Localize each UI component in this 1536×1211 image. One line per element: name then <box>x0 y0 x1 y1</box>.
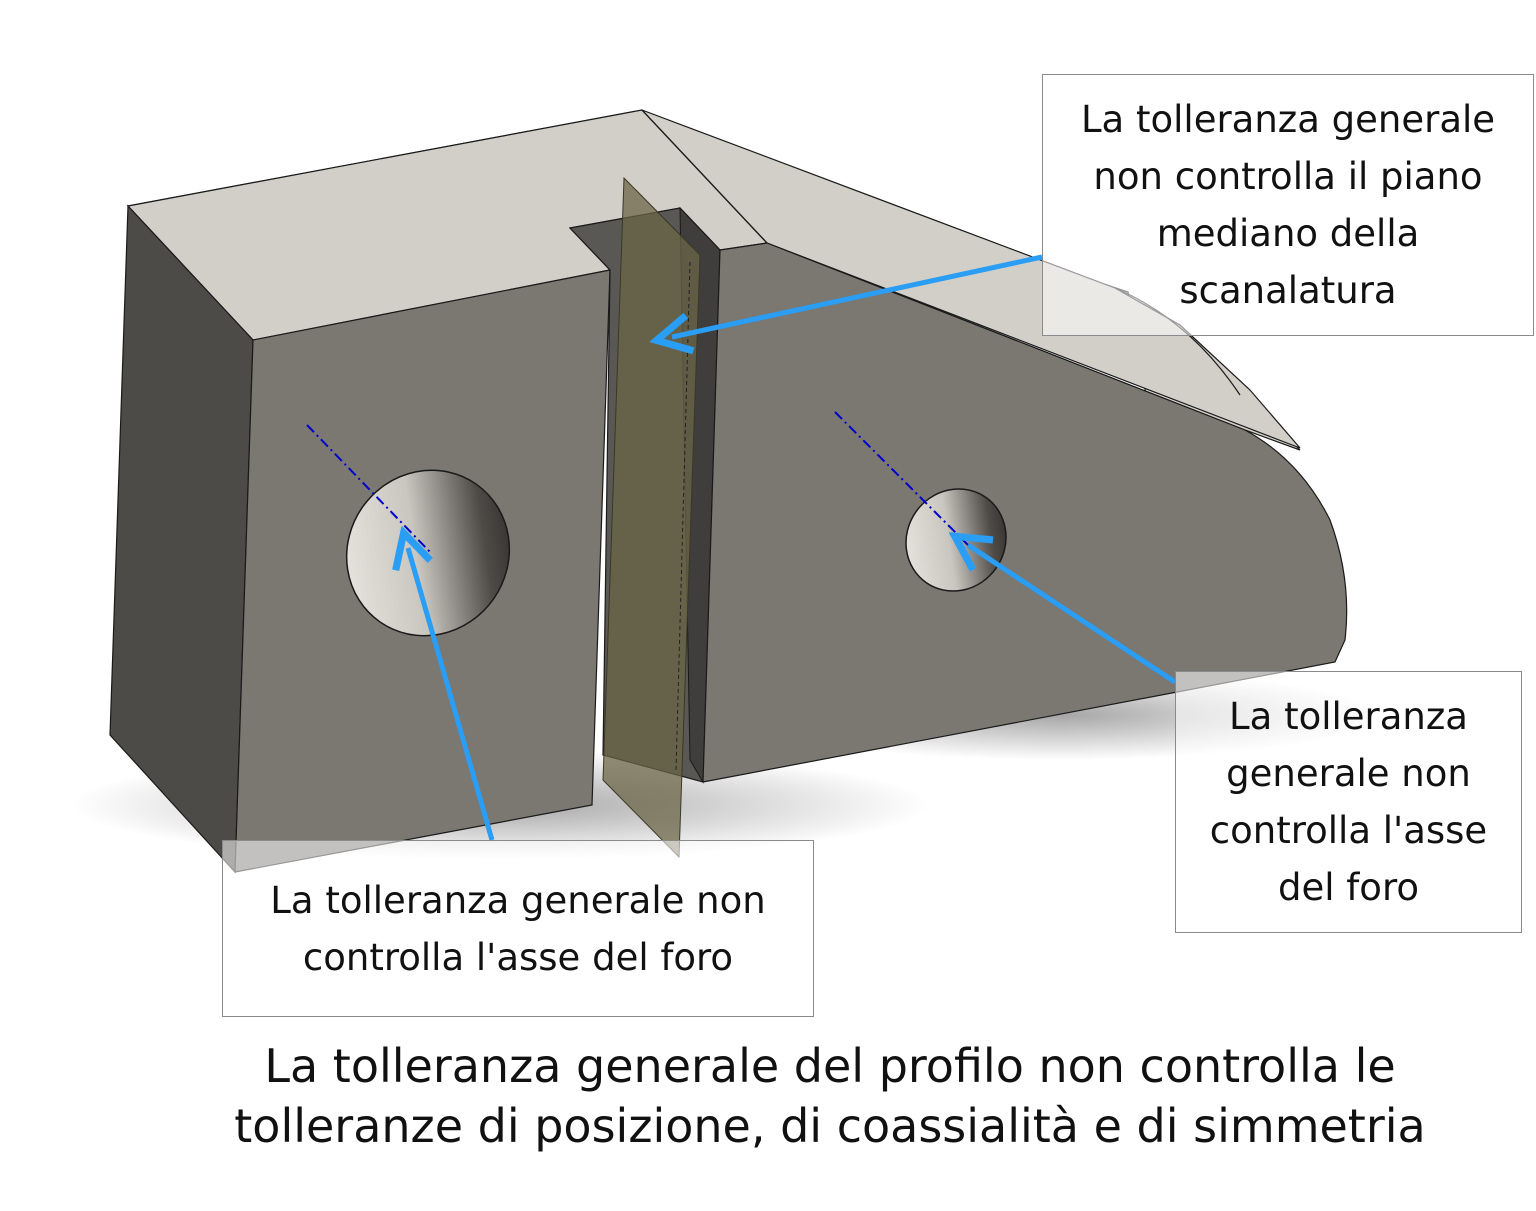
figure-caption: La tolleranza generale del profilo non c… <box>180 1036 1480 1156</box>
callout-line: controlla l'asse <box>1209 809 1488 852</box>
callout-line: non controlla il piano <box>1093 155 1483 198</box>
arrow-to-mid-plane <box>672 254 1043 337</box>
callout-line: mediano della <box>1156 212 1420 255</box>
callout-line: La tolleranza generale non <box>270 878 766 922</box>
callout-line: La tolleranza <box>1229 695 1468 738</box>
arrow-to-left-hole-axis <box>408 548 495 841</box>
callout-line: del foro <box>1277 866 1419 909</box>
callout-line: La tolleranza generale <box>1080 98 1496 141</box>
callout-line: generale non <box>1226 752 1471 795</box>
callout-line: scanalatura <box>1179 269 1397 312</box>
callout-right-hole-axis: La tolleranza generale non controlla l'a… <box>1175 671 1522 933</box>
callout-slot-mid-plane: La tolleranza generale non controlla il … <box>1042 74 1534 336</box>
callout-line: controlla l'asse del foro <box>302 935 734 979</box>
right-hole-axis <box>834 411 969 546</box>
top-edge <box>641 109 768 244</box>
caption-line: tolleranze di posizione, di coassialità … <box>234 1099 1426 1153</box>
caption-line: La tolleranza generale del profilo non c… <box>264 1039 1396 1093</box>
arrow-to-right-hole-axis <box>968 545 1177 685</box>
callout-left-hole-axis: La tolleranza generale non controlla l'a… <box>222 840 814 1017</box>
part-right-front-face <box>702 242 1348 783</box>
